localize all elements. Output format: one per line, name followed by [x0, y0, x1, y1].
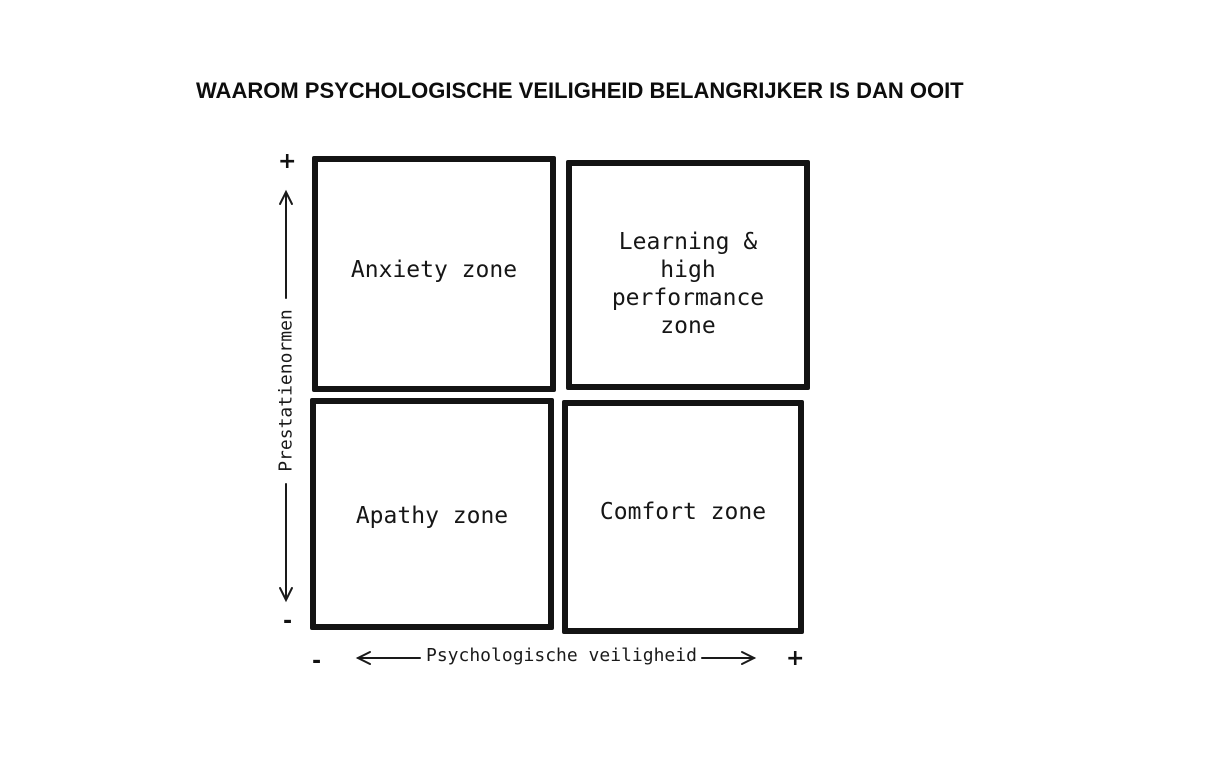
page-title: WAAROM PSYCHOLOGISCHE VEILIGHEID BELANGR…	[196, 78, 964, 103]
y-axis-arrow	[279, 189, 293, 603]
y-axis-label: Prestatienormen	[275, 309, 297, 472]
y-axis-top-sign: +	[278, 149, 297, 174]
x-axis-label: Psychologische veiligheid	[426, 645, 697, 666]
x-axis-arrow	[355, 651, 757, 665]
quadrant-apathy-zone: Apathy zone	[310, 398, 554, 630]
quadrant-anxiety-zone: Anxiety zone	[312, 156, 556, 392]
quadrant-comfort-zone: Comfort zone	[562, 400, 804, 634]
quadrant-label-learning: Learning & high performance zone	[611, 229, 765, 339]
quadrant-learning-zone: Learning & high performance zone	[566, 160, 810, 390]
y-axis-bottom-sign: -	[283, 609, 293, 634]
x-axis-left-sign: -	[312, 649, 322, 674]
x-axis-right-sign: +	[786, 646, 805, 671]
quadrant-label-comfort: Comfort zone	[599, 499, 767, 525]
quadrant-label-anxiety: Anxiety zone	[350, 257, 518, 283]
quadrant-label-apathy: Apathy zone	[355, 503, 509, 529]
